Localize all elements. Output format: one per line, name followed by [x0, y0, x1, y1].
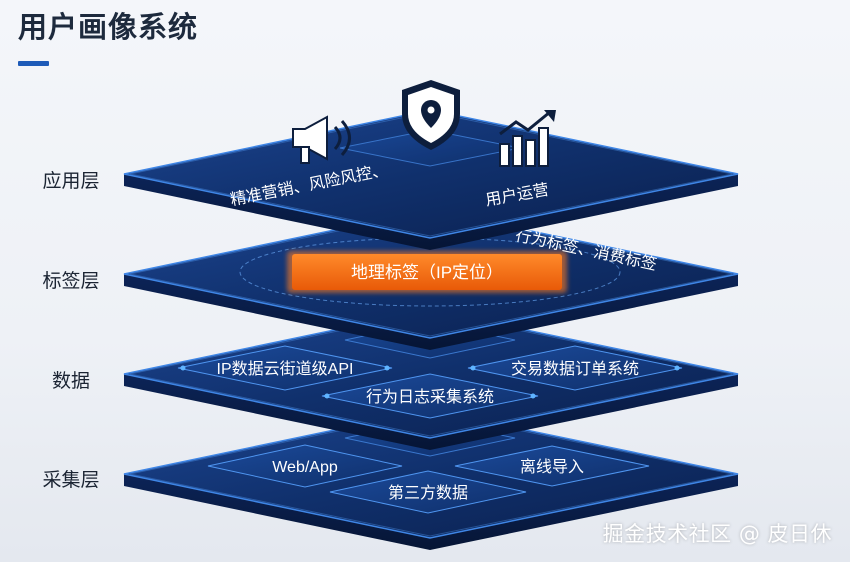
data-item-tile-2 — [467, 345, 683, 391]
shield-location-icon — [402, 80, 460, 150]
layer-label-data: 数据 — [51, 370, 90, 392]
tag-geo-label: 地理标签（IP定位） — [351, 263, 503, 282]
collect-item-tile-1 — [207, 444, 403, 488]
collect-item-offline-import: 离线导入 — [520, 458, 584, 476]
watermark-text: 掘金技术社区 @ 皮日休 — [602, 522, 832, 546]
layer-label-app: 应用层 — [42, 170, 100, 192]
collect-item-tile-3 — [329, 470, 527, 514]
layer-label-tag: 标签层 — [42, 270, 100, 292]
collect-item-web-app: Web/App — [272, 459, 338, 476]
data-item-tile-3 — [321, 373, 539, 419]
collect-item-tile-2 — [454, 445, 650, 487]
megaphone-icon — [292, 115, 351, 164]
tag-highlight-tile — [287, 251, 567, 293]
data-item-order-system: 交易数据订单系统 — [511, 360, 639, 378]
data-item-log-system: 行为日志采集系统 — [366, 388, 494, 406]
growth-chart-icon — [499, 110, 556, 167]
data-item-tile-1 — [177, 345, 393, 391]
collect-item-third-party: 第三方数据 — [388, 484, 468, 502]
layer-label-collect: 采集层 — [42, 469, 100, 491]
data-item-ip-api: IP数据云街道级API — [217, 360, 354, 378]
title-underline — [18, 61, 49, 66]
page-title: 用户画像系统 — [18, 10, 199, 44]
